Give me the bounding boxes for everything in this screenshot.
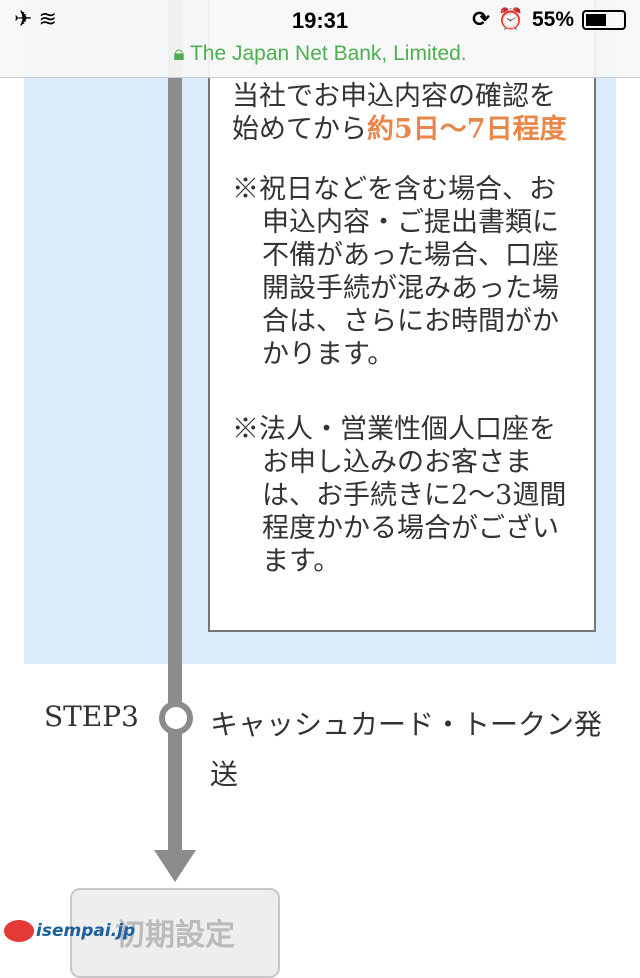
note-2: ※法人・営業性個人口座をお申し込みのお客さまは、お手続きに2〜3週間程度かかる場… (232, 414, 567, 577)
info-hidden-line: 当社でお申込内容の確認を (232, 81, 556, 112)
battery-fill (586, 13, 606, 26)
battery-percent: 55% (531, 7, 574, 31)
alarm-icon: ⏰ (497, 7, 524, 31)
status-right: ⟳ ⏰ 55% (472, 7, 626, 32)
timeline-line (168, 0, 182, 858)
battery-icon (582, 9, 626, 30)
info-box: 当社でお申込内容の確認を 始めてから約5日〜7日程度 ※祝日などを含む場合、お申… (208, 0, 596, 632)
lead-highlight: 約5日〜7日程度 (367, 114, 567, 145)
airplane-wifi-icons: ✈ ≋ (14, 6, 57, 31)
step3-circle-icon (159, 701, 193, 735)
info-lead: 始めてから約5日〜7日程度 (232, 113, 567, 146)
watermark-text: isempai.jp (36, 921, 136, 941)
lead-prefix: 始めてから (232, 114, 367, 145)
status-bar: ✈ ≋ 19:31 ⟳ ⏰ 55% 🔒︎ The Japan Net Bank,… (0, 0, 640, 78)
note-1: ※祝日などを含む場合、お申込内容・ご提出書類に不備があった場合、口座開設手続が混… (232, 174, 559, 370)
lock-icon: 🔒︎ (173, 42, 190, 65)
rotation-lock-icon: ⟳ (472, 8, 490, 31)
watermark-logo: isempai.jp (4, 920, 135, 942)
step3-text: キャッシュカード・トークン発送 (210, 708, 603, 791)
arrow-down-icon (154, 850, 196, 882)
logo-mark-icon (4, 920, 34, 942)
clock: 19:31 (291, 8, 349, 33)
step3-label: STEP3 (44, 700, 139, 733)
url-bar[interactable]: 🔒︎ The Japan Net Bank, Limited. (0, 42, 640, 66)
site-name: The Japan Net Bank, Limited. (189, 42, 467, 65)
